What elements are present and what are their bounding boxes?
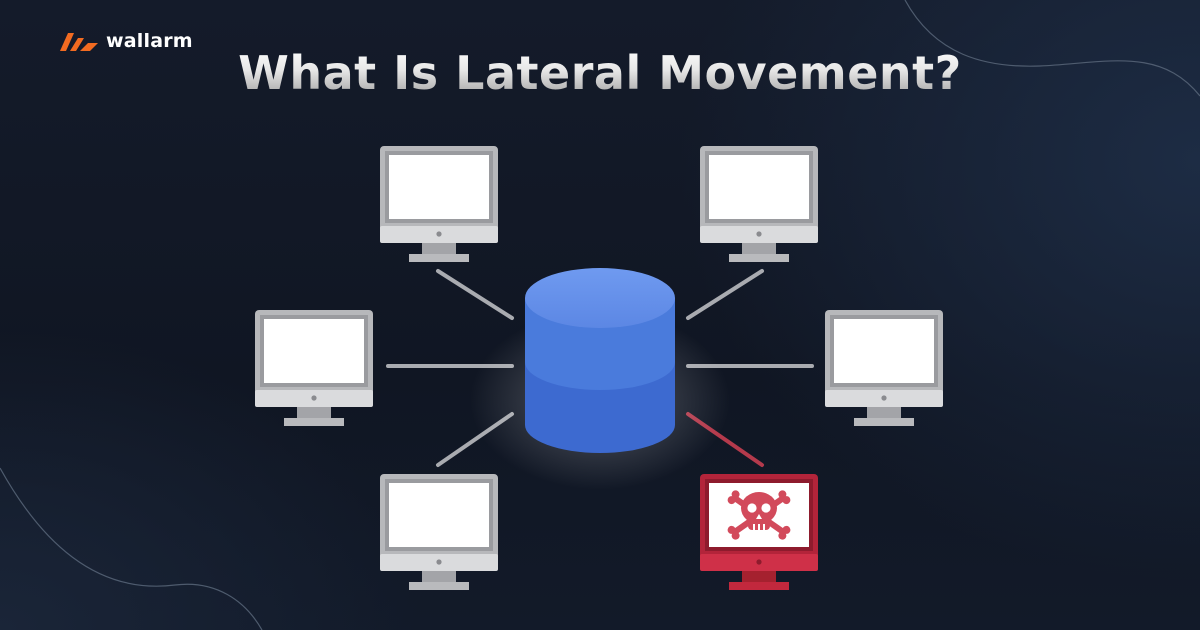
monitor-icon [380,474,498,590]
monitor-icon [255,310,373,426]
skull-crossbones-icon [727,490,791,540]
page-title: What Is Lateral Movement? [0,46,1200,100]
database-icon [470,268,730,490]
brand-name: wallarm [106,30,193,52]
link-top-right [686,269,764,320]
monitor-icon [825,310,943,426]
brand-logo[interactable]: wallarm [60,28,193,54]
compromised-monitor-icon [700,474,818,590]
wallarm-logo-icon [60,33,98,51]
link-top-left [436,269,514,320]
monitor-icon [700,146,818,262]
monitor-icon [380,146,498,262]
